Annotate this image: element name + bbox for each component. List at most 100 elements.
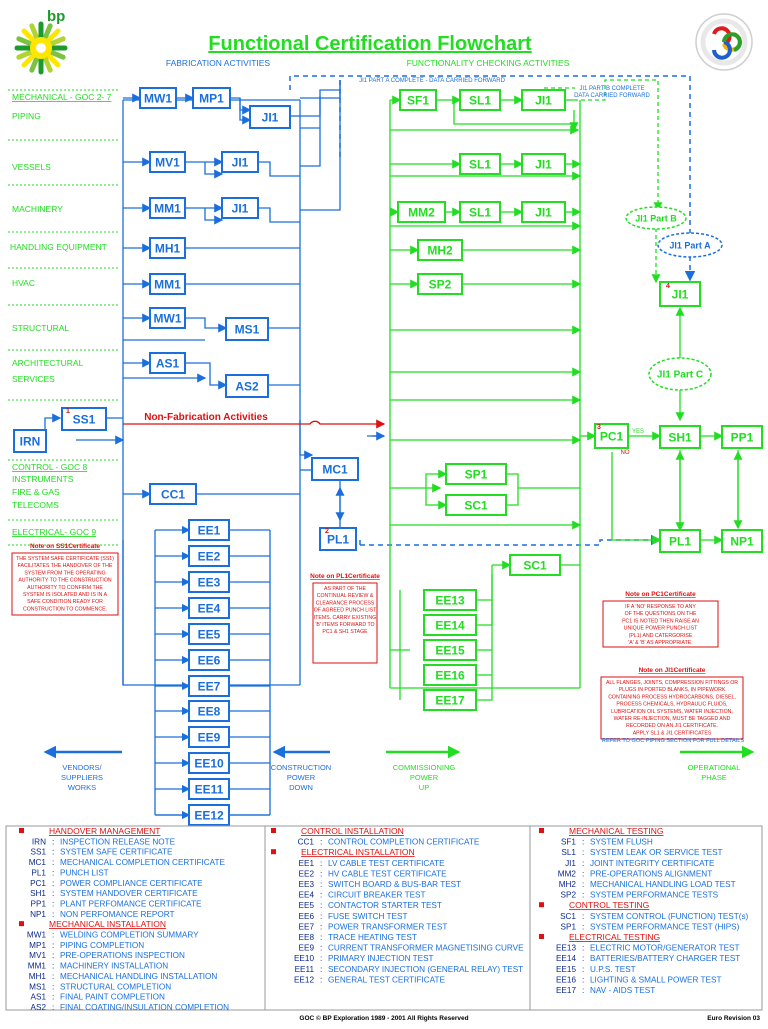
legend-code: MC1: [29, 858, 47, 867]
bp-logo: bp: [14, 8, 68, 75]
legend-heading: HANDOVER MANAGEMENT: [49, 826, 160, 836]
note-heading-note4: Note on JI1Certificate: [639, 667, 706, 674]
svg-text::: :: [52, 1003, 54, 1012]
legend-desc: FINAL PAINT COMPLETION: [60, 993, 165, 1002]
node-label-irn: IRN: [20, 435, 41, 449]
node-label-ee1: EE1: [198, 524, 221, 538]
node-label-pl1b: PL1: [327, 533, 349, 547]
svg-text::: :: [52, 868, 54, 877]
phase-label-commissioning-1: POWER: [410, 773, 439, 782]
legend-code: MW1: [27, 931, 47, 940]
footer-copyright: GOC © BP Exploration 1989 - 2001 All Rig…: [299, 1014, 468, 1022]
legend-code: NP1: [30, 910, 46, 919]
node-label-ji1d: JI1: [535, 94, 552, 108]
svg-text::: :: [52, 899, 54, 908]
svg-text::: :: [52, 993, 54, 1002]
node-label-sc1a: SC1: [464, 499, 488, 513]
legend-desc: TRACE HEATING TEST: [328, 933, 417, 942]
svg-text::: :: [320, 859, 322, 868]
flow-text-ji1_part_b_note2: DATA CARRIED FORWARD: [574, 93, 650, 99]
legend-code: EE7: [299, 922, 315, 931]
legend-code: PL1: [31, 868, 46, 877]
row-label-arch1: ARCHITECTURAL: [12, 358, 84, 368]
node-label-ee7: EE7: [198, 680, 221, 694]
note-line-note2-5: 'B' ITEMS FORWARD TO: [315, 622, 374, 628]
node-ee14: EE14: [423, 614, 477, 636]
node-as2: AS2: [225, 374, 269, 398]
node-label-pp1: PP1: [731, 431, 754, 445]
note-line-note1-4: AUTHORITY TO CONFIRM THE: [27, 585, 103, 591]
node-pp1: PP1: [721, 425, 763, 449]
legend-code: SF1: [561, 838, 576, 847]
node-ee13: EE13: [423, 589, 477, 611]
node-label-sh1: SH1: [668, 431, 692, 445]
svg-text::: :: [52, 962, 54, 971]
legend-desc: GENERAL TEST CERTIFICATE: [328, 975, 445, 984]
phase-label-commissioning-0: COMMISSIONING: [393, 763, 456, 772]
phase-label-construction-1: POWER: [287, 773, 316, 782]
node-mp1: MP1: [192, 87, 231, 109]
legend-desc: WELDING COMPLETION SUMMARY: [60, 931, 199, 940]
node-sh1: SH1: [659, 425, 701, 449]
svg-text::: :: [582, 954, 584, 963]
node-label-ee9: EE9: [198, 731, 221, 745]
functionality-heading: FUNCTIONALITY CHECKING ACTIVITIES: [407, 58, 570, 68]
node-mv1: MV1: [149, 151, 186, 173]
legend-desc: LIGHTING & SMALL POWER TEST: [590, 975, 721, 984]
node-label-mw1b: MW1: [154, 312, 182, 326]
svg-text::: :: [320, 901, 322, 910]
node-ji1c: JI1: [221, 197, 259, 219]
node-label-mm1b: MM1: [154, 278, 181, 292]
legend-desc: MECHANICAL COMPLETION CERTIFICATE: [60, 858, 226, 867]
legend-desc: SYSTEM LEAK OR SERVICE TEST: [590, 848, 723, 857]
note-line-note4-5: WATER RE-INJECTION, MUST BE TAGGED AND: [614, 716, 731, 722]
svg-text::: :: [582, 944, 584, 953]
node-label-ee17: EE17: [435, 694, 465, 708]
goc-seal: [695, 13, 753, 71]
superscript-sup_ji1: 4: [666, 283, 670, 290]
node-label-as1: AS1: [156, 357, 180, 371]
note-line-note1-7: CONSTRUCTION TO COMMENCE.: [23, 606, 107, 612]
node-label-mm2: MM2: [408, 206, 435, 220]
node-ms1: MS1: [225, 317, 269, 341]
note-line-note2-1: CONTINUAL REVIEW &: [317, 593, 374, 599]
node-label-sl1b: SL1: [469, 158, 491, 172]
svg-text::: :: [52, 848, 54, 857]
legend-desc: PLANT PERFOMANCE CERTIFICATE: [60, 899, 202, 908]
row-label-telecoms: TELECOMS: [12, 500, 59, 510]
node-label-ee10: EE10: [194, 757, 224, 771]
legend-desc: PIPING COMPLETION: [60, 941, 144, 950]
node-label-ee14: EE14: [435, 619, 465, 633]
note-line-note1-3: AUTHORITY TO THE CONSTRUCTION: [18, 578, 112, 584]
node-label-mw1a: MW1: [144, 92, 172, 106]
node-label-ji1c_part: JI1 Part C: [657, 370, 703, 381]
row-label-hvac: HVAC: [12, 278, 35, 288]
node-label-sp2: SP2: [429, 278, 452, 292]
node-label-np1: NP1: [730, 535, 754, 549]
note-line-note3-1: OF THE QUESTIONS ON THE: [625, 611, 697, 617]
svg-text::: :: [320, 880, 322, 889]
node-pl1g: PL1: [659, 529, 701, 553]
legend-desc: SYSTEM SAFE CERTIFICATE: [60, 848, 173, 857]
node-mw1a: MW1: [139, 87, 177, 109]
legend-code: EE3: [299, 880, 315, 889]
note-line-note2-2: CLEARANCE PROCESS: [316, 600, 375, 606]
svg-text::: :: [52, 972, 54, 981]
legend-desc: CONTROL COMPLETION CERTIFICATE: [328, 838, 480, 847]
legend-desc: SYSTEM FLUSH: [590, 838, 653, 847]
legend-desc: LV CABLE TEST CERTIFICATE: [328, 859, 445, 868]
node-mm1b: MM1: [149, 273, 186, 295]
node-label-ee13: EE13: [435, 594, 465, 608]
node-label-sc1b: SC1: [523, 559, 547, 573]
node-sl1a: SL1: [459, 89, 501, 111]
node-label-ji1g: JI1: [672, 288, 689, 302]
node-label-ee5: EE5: [198, 628, 221, 642]
legend-code: MP1: [29, 941, 46, 950]
node-ee10: EE10: [188, 752, 230, 774]
note-line-note1-6: SAFE CONDITION READY FOR: [27, 599, 103, 605]
refer-note: REFER TO GOC PIPING SECTION FOR FULL DET…: [602, 738, 744, 744]
node-sf1: SF1: [399, 89, 437, 111]
row-label-control: CONTROL - GOC 8: [12, 462, 88, 472]
